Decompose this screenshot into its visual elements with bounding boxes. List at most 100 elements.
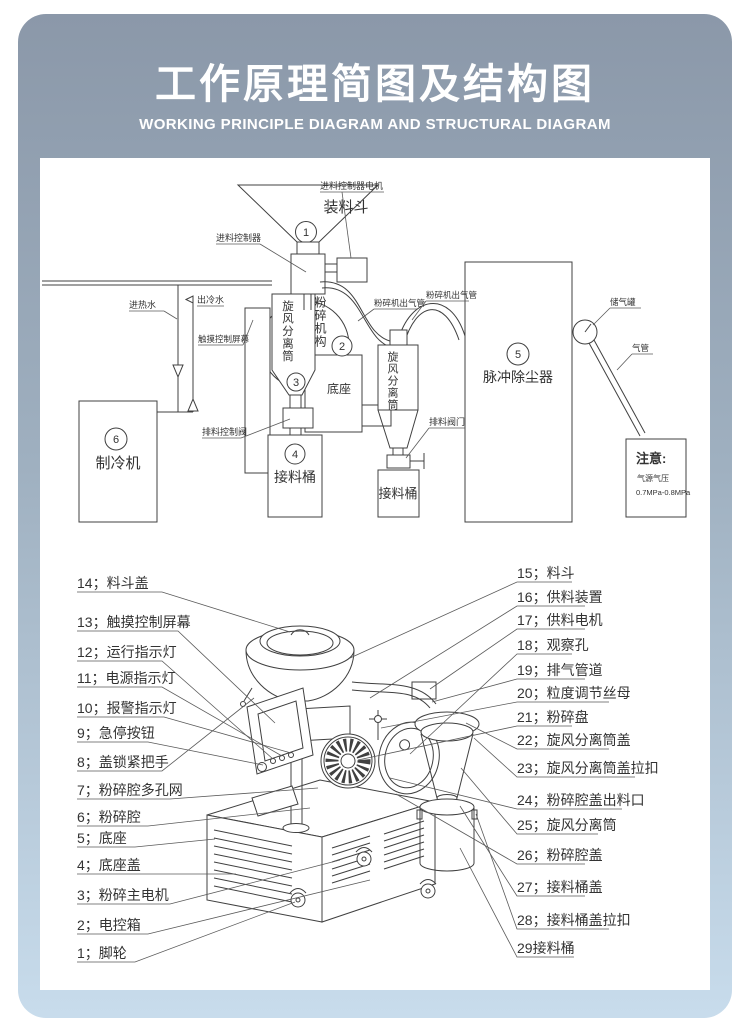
callout-4: 4 [284,443,306,465]
run-indicator [270,758,276,764]
machine-base: 底座 [304,354,392,433]
right-part-labels: 15；料斗 16；供料装置 17；供料电机 18；观察孔 19；排气管道 20；… [349,565,659,958]
air-pipe-label: 气管 [632,343,649,353]
svg-text:2: 2 [339,341,345,353]
discharge-valve-label: 排料控制阀 [202,426,247,437]
page-title: 工作原理简图及结构图 [155,61,595,107]
callout-3: 3 [286,372,306,392]
vent-slats-left [213,829,293,903]
part-label-16: 16；供料装置 [517,589,603,606]
part-label-10: 10；报警指示灯 [77,700,177,717]
adjust-handwheel [369,710,387,740]
pulse-dust-collector: 5 脉冲除尘器 [464,261,573,523]
outlet-pipe2-label: 粉碎机出气管 [426,290,477,300]
part-label-1: 1；脚轮 [77,945,127,962]
part-label-18: 18；观察孔 [517,637,589,654]
air-tank [572,319,598,345]
svg-text:5: 5 [515,349,521,361]
callout-2: 2 [331,335,353,357]
part-label-13: 13；触摸控制屏幕 [77,614,191,631]
cyclone-assembly [414,711,480,872]
cyclone-separator-2: 旋风分离筒 [377,329,419,449]
part-label-4: 4；底座盖 [77,857,141,874]
lid-clamp [243,687,253,702]
crusher-outlet-pipes [319,281,466,349]
observation-window [399,739,411,751]
pulse-label: 脉冲除尘器 [483,369,553,385]
control-panel [246,687,314,817]
flow-up-arrow [187,397,199,412]
diagram-panel: 底座 旋风分离筒 3 粉碎机构 [40,158,710,990]
discharge-valve-1 [282,395,314,435]
svg-text:6: 6 [113,434,119,446]
part-label-7: 7；粉碎腔多孔网 [77,782,183,799]
lid-handle [290,629,310,636]
part-label-25: 25；旋风分离筒 [517,817,617,834]
structure-diagram: 14；料斗盖 13；触摸控制屏幕 12；运行指示灯 11；电源指示灯 10；报警… [77,565,659,963]
part-label-17: 17；供料电机 [517,612,603,629]
outlet-pipe1-label: 粉碎机出气管 [374,298,425,308]
principle-labels: 进料控制器 进料控制器电机 进热水 出冷水 触摸控制屏幕 [129,180,653,459]
feed-controller [290,241,368,310]
callout-1: 1 [295,221,317,243]
cold-water-arrow [184,295,194,304]
part-label-3: 3；粉碎主电机 [77,887,169,904]
air-tank-label: 储气罐 [610,297,636,307]
part-label-5: 5；底座 [77,830,127,847]
chiller-label: 制冷机 [95,455,140,472]
note-line2: 0.7MPa-0.8MPa [636,488,691,497]
alarm-indicator [288,752,294,758]
part-label-26: 26；粉碎腔盖 [517,847,603,864]
base-box [206,779,436,923]
feed-motor-label: 进料控制器电机 [320,180,383,191]
part-label-29: 29接料桶 [517,940,575,956]
bucket-lid [419,798,475,816]
part-label-2: 2；电控箱 [77,917,141,934]
page-subtitle: WORKING PRINCIPLE DIAGRAM AND STRUCTURAL… [139,116,611,133]
part-label-22: 22；旋风分离筒盖 [517,732,631,749]
note-title: 注意: [636,451,666,466]
part-label-23: 23；旋风分离筒盖拉扣 [517,760,659,777]
part-label-19: 19；排气管道 [517,662,603,679]
base-label: 底座 [327,381,351,396]
touch-panel-label: 触摸控制屏幕 [198,334,250,344]
part-label-8: 8；盖锁紧把手 [77,754,169,771]
cyclone-separator-1: 旋风分离筒 3 [271,293,316,396]
part-label-21: 21；粉碎盘 [517,709,589,726]
callout-5: 5 [506,342,530,366]
part-label-11: 11；电源指示灯 [77,670,176,687]
callout-6: 6 [104,427,128,451]
machine-drawing [206,625,480,923]
cyclone2-label: 旋风分离筒 [386,350,399,411]
bucket1-label: 接料桶 [274,469,316,485]
flow-down-arrow [172,364,184,379]
bucket2-label: 接料桶 [378,486,417,501]
discharge-valve-2 [386,448,425,469]
part-label-9: 9；急停按钮 [77,725,155,742]
part-label-15: 15；料斗 [517,565,575,582]
part-label-6: 6；粉碎腔 [77,809,141,826]
note-box: 注意: 气源气压 0.7MPa-0.8MPa [625,438,691,518]
crusher-disc [320,733,376,789]
supply-motor [411,681,437,700]
cold-water-label: 出冷水 [197,294,224,305]
svg-text:1: 1 [303,227,309,239]
crusher-label: 粉碎机构 [313,296,327,348]
part-label-14: 14；料斗盖 [77,575,149,592]
cyclone1-label: 旋风分离筒 [281,299,294,362]
svg-text:3: 3 [293,377,299,389]
part-label-28: 28；接料桶盖拉扣 [517,912,631,929]
water-piping [42,280,272,413]
feed-controller-motor [336,257,368,283]
feed-controller-label: 进料控制器 [216,232,261,243]
air-pipe-line [588,339,646,437]
casters [289,847,437,908]
part-label-27: 27；接料桶盖 [517,879,603,896]
chiller-box: 6 制冷机 [78,400,158,523]
exhaust-duct [351,681,437,709]
part-label-24: 24；粉碎腔盖出料口 [517,792,645,809]
svg-text:4: 4 [292,449,298,461]
hot-water-label: 进热水 [129,299,156,310]
receiving-barrel-1: 4 接料桶 [267,434,323,518]
